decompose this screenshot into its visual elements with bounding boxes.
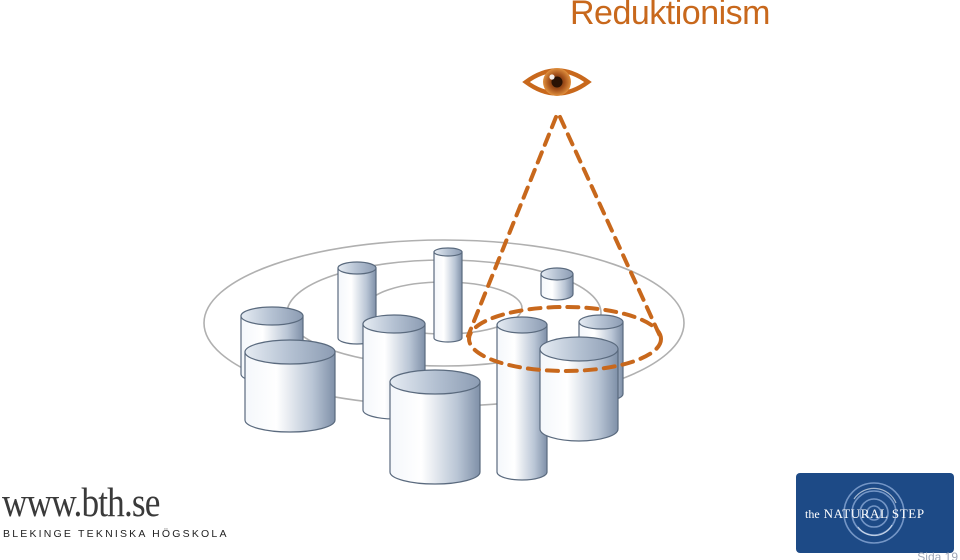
eye-icon: [522, 68, 592, 96]
focus-ellipse: [467, 305, 663, 373]
cylinder-1: [433, 247, 463, 343]
cylinder-top: [240, 306, 304, 326]
cylinder-body: [433, 251, 463, 343]
bth-url: www.bth.se: [2, 479, 160, 525]
cylinder-body: [540, 273, 574, 301]
cylinder-top: [540, 267, 574, 281]
cylinder-top: [496, 316, 548, 334]
cylinders: [240, 247, 624, 485]
cylinder-top: [244, 339, 336, 365]
focus-cone: [466, 115, 663, 373]
spiral-icon: [843, 482, 905, 544]
cylinder-9: [539, 336, 619, 442]
natural-step-the: the: [805, 507, 820, 521]
bth-school-name: BLEKINGE TEKNISKA HÖGSKOLA: [3, 528, 229, 540]
cylinder-top: [337, 261, 377, 275]
cone-left-edge: [466, 115, 558, 338]
cylinder-body: [389, 381, 481, 485]
cylinder-top: [539, 336, 619, 362]
cylinder-top: [389, 369, 481, 395]
page-title: Reduktionism: [570, 0, 770, 32]
page-number: Sida 19: [917, 550, 958, 560]
cone-right-edge: [558, 115, 662, 338]
cylinder-top: [578, 314, 624, 330]
cylinder-top: [362, 314, 426, 334]
cylinder-2: [540, 267, 574, 301]
cylinder-top: [433, 247, 463, 257]
cylinder-body: [244, 351, 336, 433]
natural-step-name: NATURAL STEP: [823, 506, 925, 521]
cylinder-body: [539, 348, 619, 442]
cylinder-8: [244, 339, 336, 433]
bth-logo: www.bth.se BLEKINGE TEKNISKA HÖGSKOLA: [2, 479, 226, 546]
cylinder-10: [389, 369, 481, 485]
